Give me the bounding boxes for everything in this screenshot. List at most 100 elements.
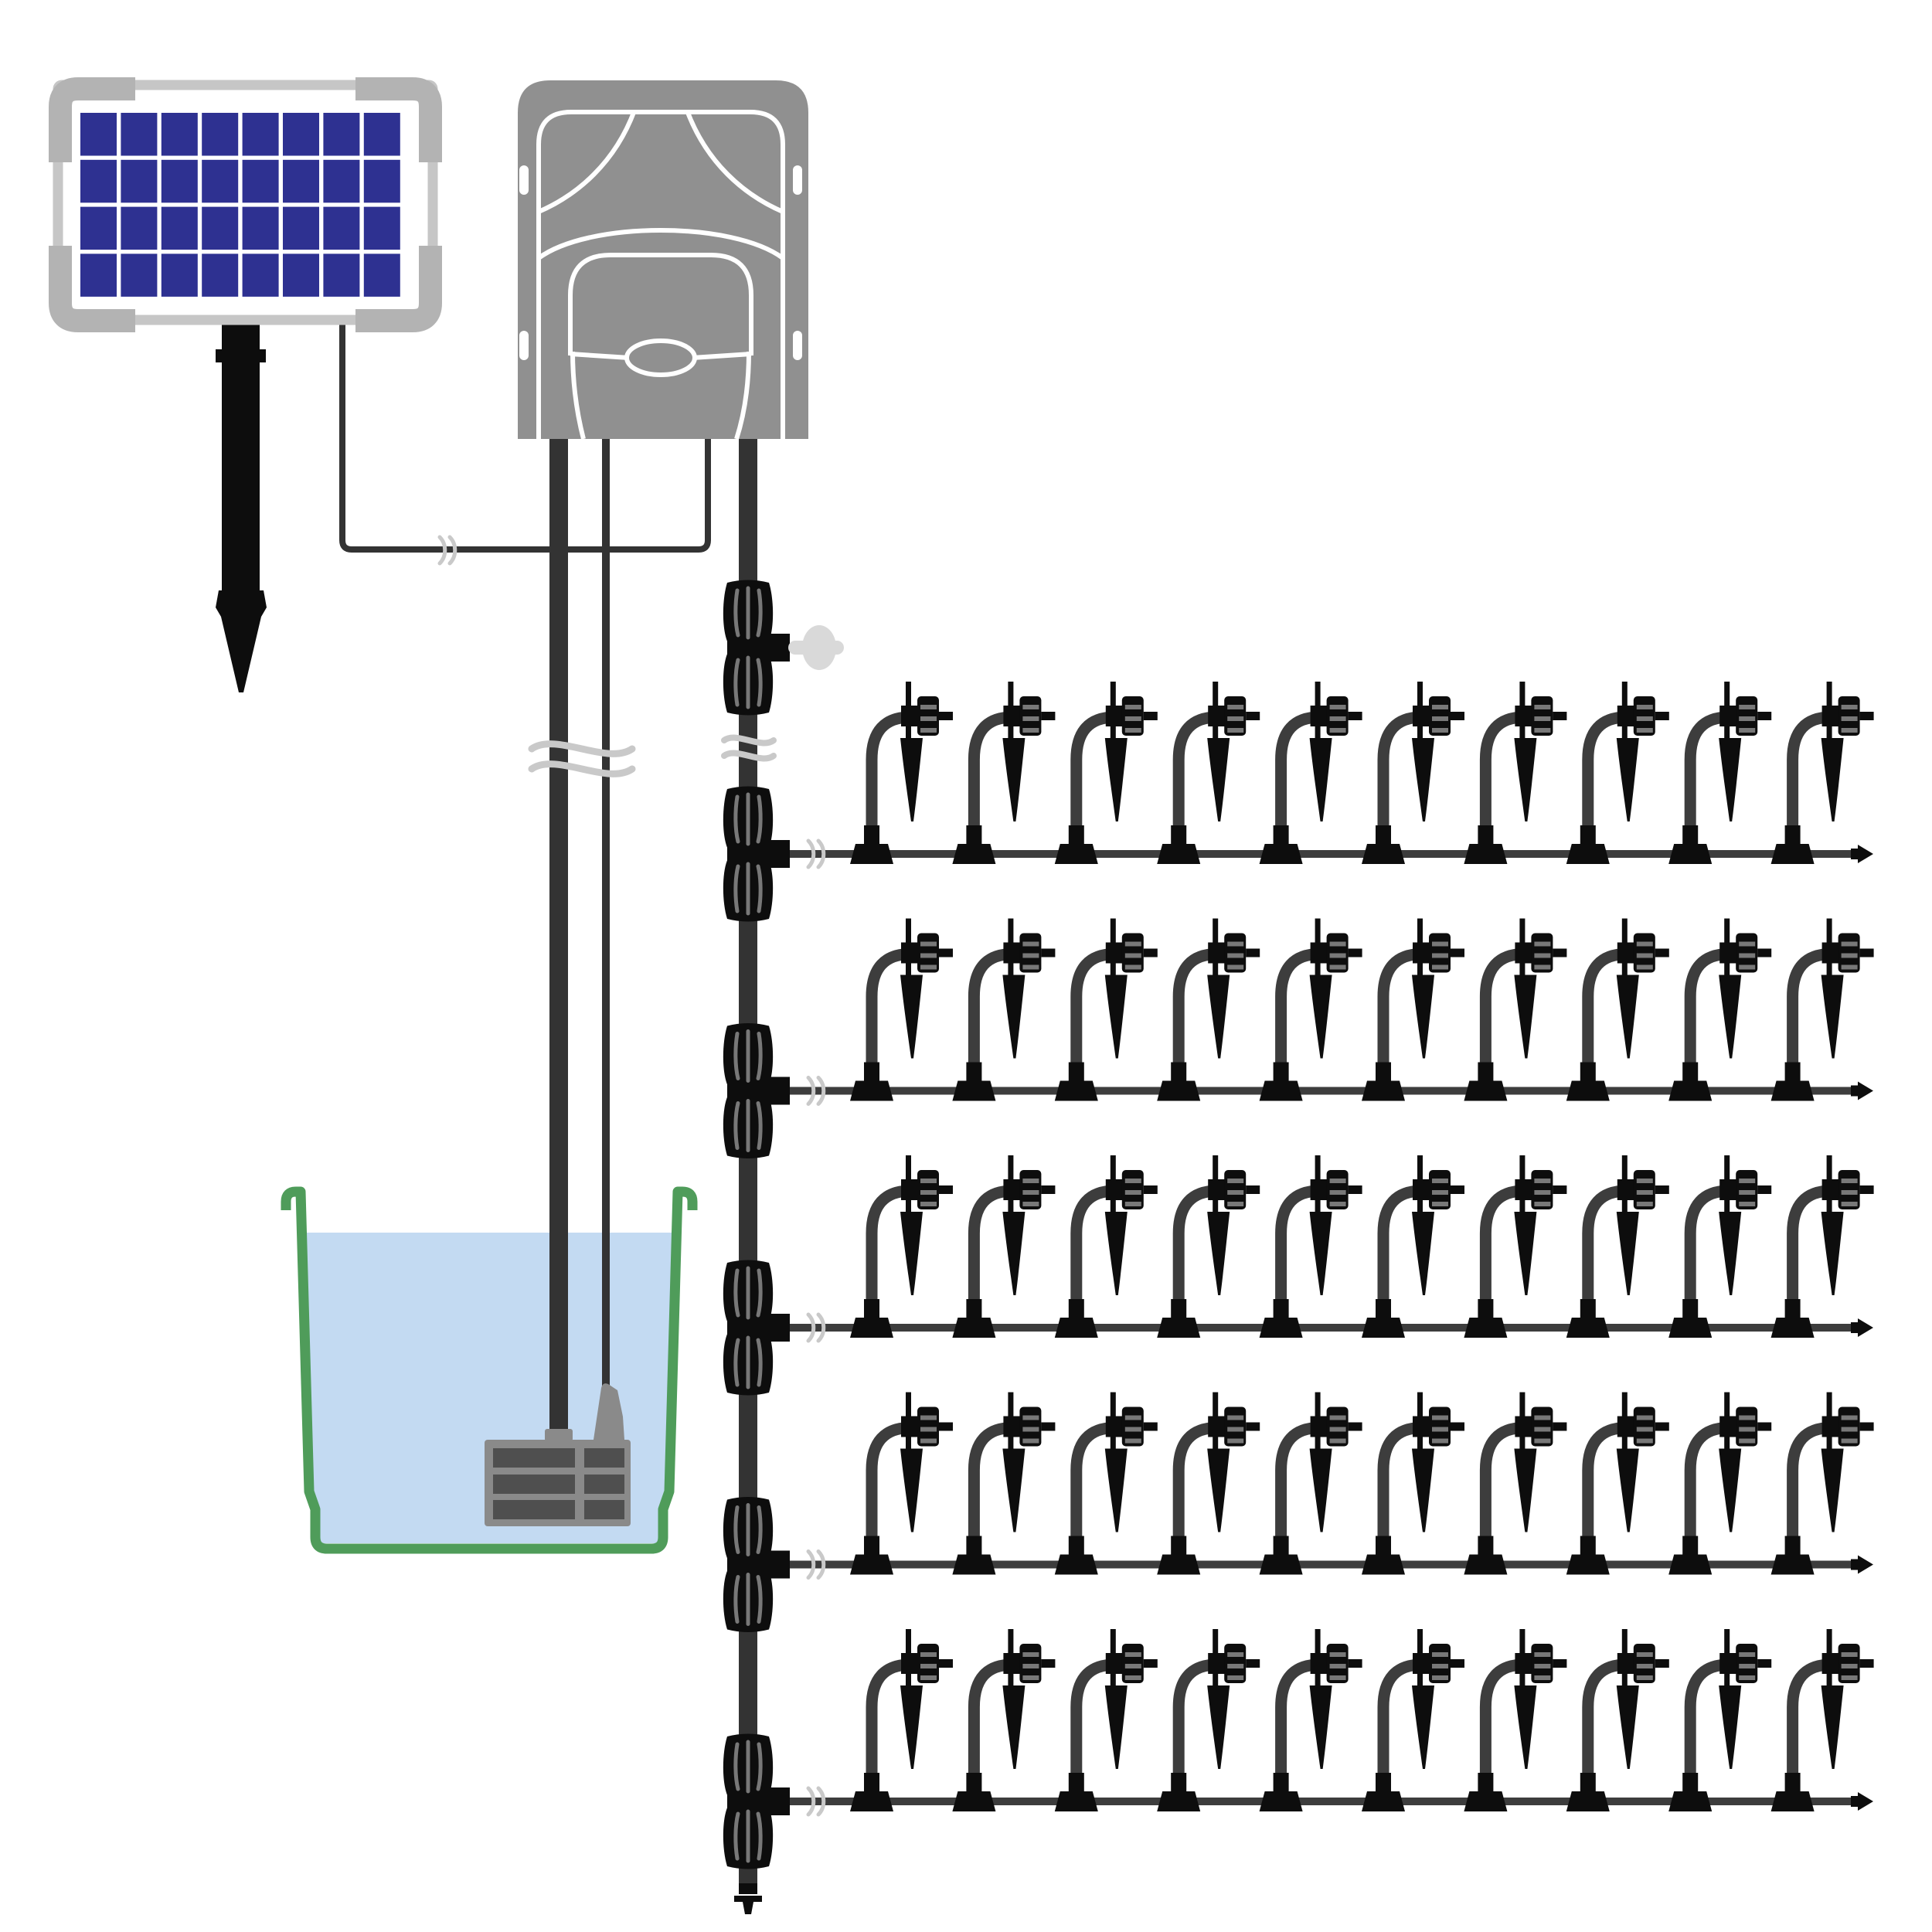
row-line bbox=[790, 1087, 1852, 1095]
barbed-junction-icon bbox=[723, 1734, 790, 1869]
solar-cell bbox=[283, 206, 319, 250]
drip-emitter-stake-icon bbox=[1157, 682, 1260, 864]
solar-cell bbox=[80, 159, 117, 203]
barbed-junction-icon bbox=[723, 1260, 790, 1396]
row-line bbox=[790, 850, 1852, 858]
drip-emitter-stake-icon bbox=[1055, 682, 1158, 864]
solar-cell bbox=[242, 159, 279, 203]
drip-emitter-stake-icon bbox=[1668, 1629, 1771, 1811]
flow-arrow-icon bbox=[1851, 845, 1873, 863]
row-line bbox=[790, 1324, 1852, 1332]
emitter-row bbox=[723, 682, 1874, 922]
solar-cell bbox=[283, 159, 319, 203]
drip-emitter-stake-icon bbox=[1260, 1155, 1362, 1338]
solar-cell bbox=[283, 113, 319, 156]
barbed-junction-icon bbox=[723, 1497, 790, 1632]
drip-emitter-stake-icon bbox=[952, 1393, 1055, 1575]
solar-cell bbox=[363, 113, 400, 156]
emitter-row bbox=[723, 1155, 1874, 1396]
solar-cell bbox=[363, 206, 400, 250]
panel-ground-stake-icon bbox=[216, 320, 267, 692]
solar-cells bbox=[80, 113, 400, 297]
drip-emitter-stake-icon bbox=[1157, 919, 1260, 1101]
solar-cell bbox=[121, 159, 158, 203]
drip-emitter-stake-icon bbox=[1464, 1155, 1566, 1338]
solar-panel-icon bbox=[49, 77, 442, 692]
pump-controller-icon bbox=[518, 80, 808, 440]
solar-cell bbox=[363, 253, 400, 297]
flow-arrow-icon bbox=[1851, 1792, 1873, 1811]
drip-emitter-stake-icon bbox=[1362, 1629, 1464, 1811]
drip-emitter-stake-icon bbox=[1566, 1393, 1669, 1575]
emitter-rows bbox=[723, 682, 1874, 1869]
flow-arrow-icon bbox=[1851, 1081, 1873, 1100]
solar-cell bbox=[161, 159, 198, 203]
drip-emitter-stake-icon bbox=[1464, 919, 1566, 1101]
drip-emitter-stake-icon bbox=[1362, 919, 1464, 1101]
drip-emitter-stake-icon bbox=[1464, 682, 1566, 864]
drip-emitter-stake-icon bbox=[1055, 1629, 1158, 1811]
row-line bbox=[790, 1798, 1852, 1805]
solar-cell bbox=[323, 206, 360, 250]
emitter-row bbox=[723, 919, 1874, 1159]
filter-block-icon bbox=[485, 1383, 631, 1526]
end-plug-icon bbox=[734, 1883, 762, 1914]
solar-cell bbox=[242, 253, 279, 297]
water-sensor-icon bbox=[594, 1383, 624, 1440]
solar-cell bbox=[202, 253, 239, 297]
solar-cell bbox=[323, 113, 360, 156]
panel-corner-brackets bbox=[49, 77, 442, 332]
drip-emitter-stake-icon bbox=[1260, 1393, 1362, 1575]
drip-emitter-stake-icon bbox=[850, 1155, 953, 1338]
solar-cell bbox=[121, 113, 158, 156]
emitter-row bbox=[723, 1629, 1874, 1869]
drip-emitter-stake-icon bbox=[1260, 919, 1362, 1101]
barbed-junction-icon bbox=[723, 787, 790, 922]
solar-cell bbox=[323, 253, 360, 297]
power-cable-icon bbox=[339, 320, 711, 553]
drip-emitter-stake-icon bbox=[1464, 1629, 1566, 1811]
drip-emitter-stake-icon bbox=[1260, 1629, 1362, 1811]
drip-emitter-stake-icon bbox=[850, 1393, 953, 1575]
drip-emitter-stake-icon bbox=[1668, 1393, 1771, 1575]
drip-emitter-stake-icon bbox=[1362, 682, 1464, 864]
drip-emitter-stake-icon bbox=[1566, 919, 1669, 1101]
solar-cell bbox=[80, 206, 117, 250]
solar-cell bbox=[283, 253, 319, 297]
solar-cell bbox=[202, 113, 239, 156]
drip-emitter-stake-icon bbox=[1055, 1393, 1158, 1575]
drip-emitter-stake-icon bbox=[1362, 1155, 1464, 1338]
row-line bbox=[790, 1560, 1852, 1569]
solar-cell bbox=[161, 253, 198, 297]
solar-cell bbox=[121, 253, 158, 297]
drip-emitter-stake-icon bbox=[850, 1629, 953, 1811]
solar-cell bbox=[363, 159, 400, 203]
drip-emitter-stake-icon bbox=[1055, 1155, 1158, 1338]
drip-emitter-stake-icon bbox=[1668, 1155, 1771, 1338]
drip-emitter-stake-icon bbox=[1771, 682, 1874, 864]
solar-cell bbox=[242, 206, 279, 250]
drip-emitter-stake-icon bbox=[1566, 1629, 1669, 1811]
drip-emitter-stake-icon bbox=[1157, 1629, 1260, 1811]
water-bucket-icon bbox=[281, 1186, 698, 1554]
drip-emitter-stake-icon bbox=[1771, 1155, 1874, 1338]
flow-arrow-icon bbox=[1851, 1318, 1873, 1337]
emitter-row bbox=[723, 1393, 1874, 1633]
solar-cell bbox=[161, 113, 198, 156]
suction-tube-icon bbox=[549, 437, 568, 1442]
solar-cell bbox=[202, 159, 239, 203]
inline-valve-icon bbox=[723, 580, 844, 716]
solar-cell bbox=[80, 253, 117, 297]
solar-cell bbox=[80, 113, 117, 156]
drip-emitter-stake-icon bbox=[1157, 1393, 1260, 1575]
solar-cell bbox=[202, 206, 239, 250]
barbed-junction-icon bbox=[723, 1023, 790, 1158]
drip-emitter-stake-icon bbox=[1771, 919, 1874, 1101]
drip-emitter-stake-icon bbox=[1668, 919, 1771, 1101]
solar-cell bbox=[161, 206, 198, 250]
flow-arrow-icon bbox=[1851, 1555, 1873, 1574]
solar-cell bbox=[242, 113, 279, 156]
drip-emitter-stake-icon bbox=[1260, 682, 1362, 864]
drip-emitter-stake-icon bbox=[1464, 1393, 1566, 1575]
